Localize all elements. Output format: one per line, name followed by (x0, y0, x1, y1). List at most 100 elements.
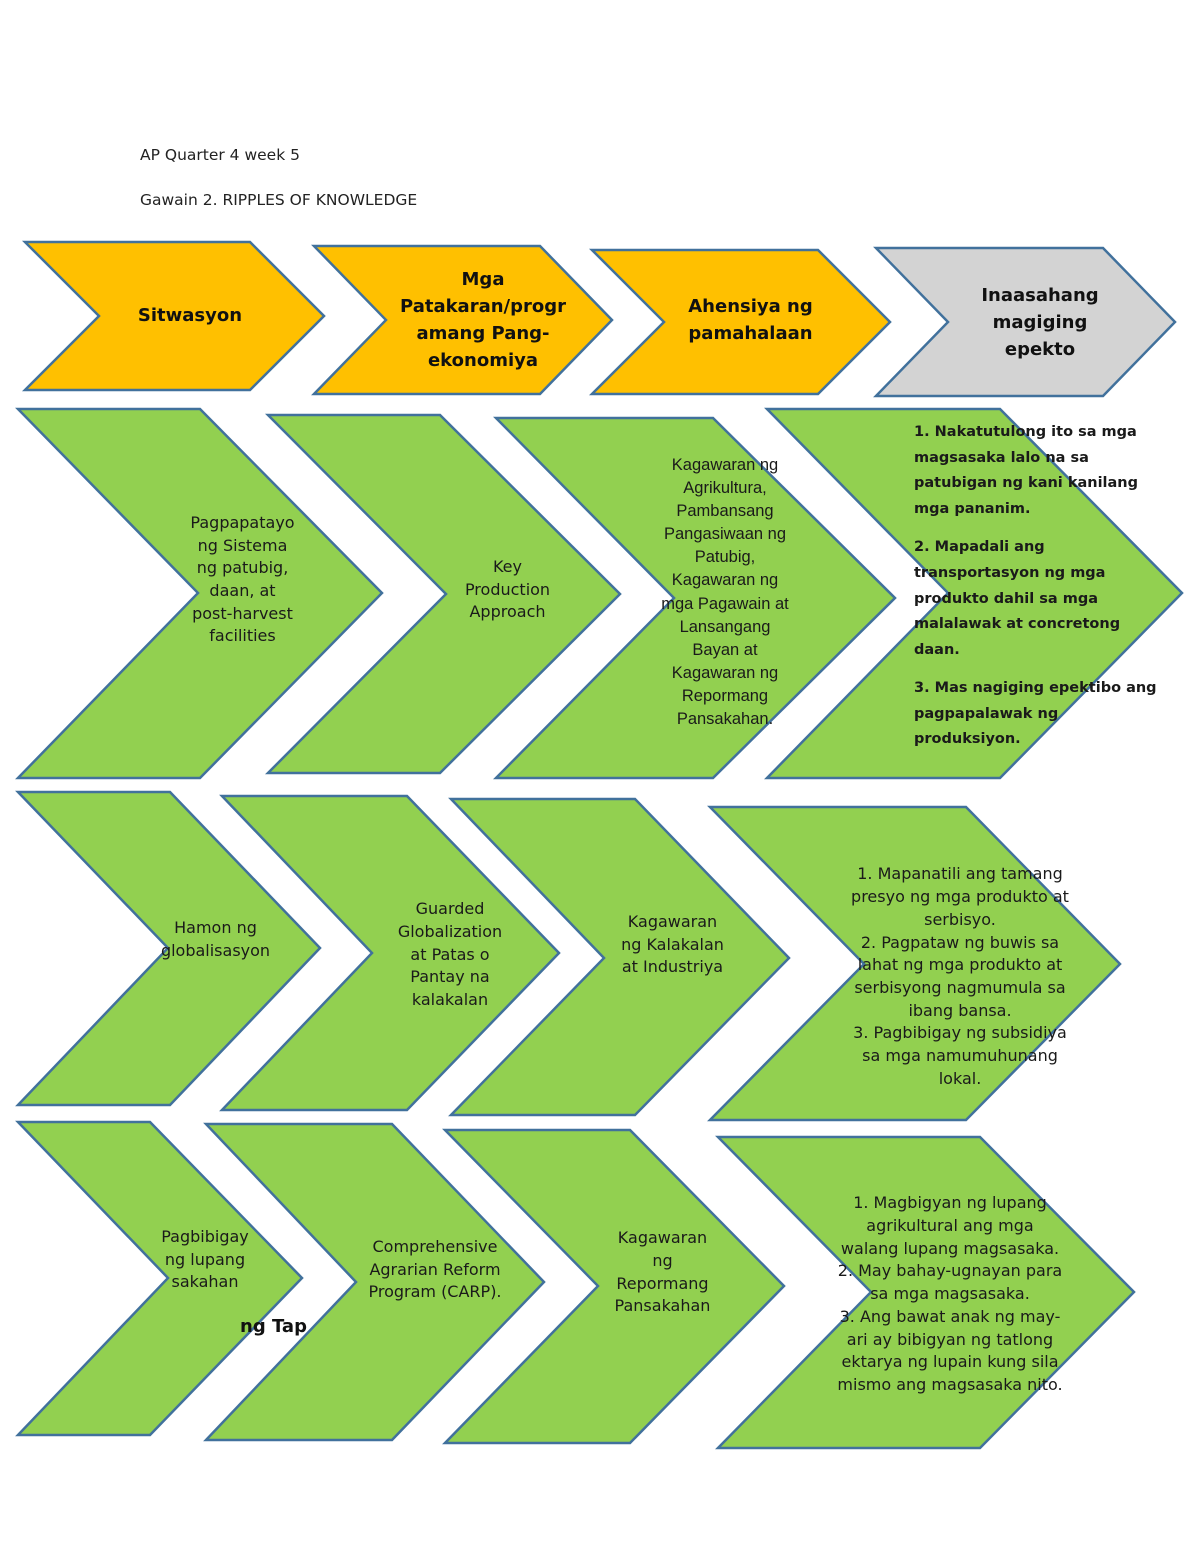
text-line: pamahalaan (688, 323, 813, 344)
header-chevron-sitwasyon (21, 240, 326, 392)
text-line: Guarded (415, 899, 485, 919)
row3-chevron-sitwasyon (15, 1120, 304, 1437)
text-line: amang Pang- (416, 323, 550, 344)
text-line: sakahan (171, 1272, 239, 1292)
text-line: at Industriya (621, 957, 724, 977)
text-line: mismo ang magsasaka nito. (837, 1375, 1063, 1395)
text-line: Ahensiya ng (688, 296, 813, 317)
text-line: Agrikultura, (683, 479, 767, 498)
text-line: lahat ng mga produkto at (857, 955, 1063, 975)
text-line: globalisasyon (160, 941, 271, 960)
text-line: Repormang (616, 1273, 709, 1293)
text-line: ektarya ng lupain kung sila (841, 1352, 1059, 1372)
text-line: Hamon ng (174, 918, 257, 938)
text-line: ibang bansa. (908, 1000, 1012, 1020)
text-line: Pagpapatayo (190, 512, 295, 532)
text-line: Kagawaran ng (671, 571, 779, 590)
text-line: Patubig, (694, 548, 756, 567)
text-line: Pansakahan (614, 1296, 711, 1316)
text-line: Production (464, 579, 551, 599)
row2-sitwasyon: Hamon ng globalisasyon (148, 895, 283, 985)
text-line: Comprehensive (372, 1236, 498, 1256)
text-line: sa mga namumuhunang (862, 1046, 1058, 1066)
text-line: at Patas o (410, 944, 490, 964)
text-line: serbisyo. (924, 909, 996, 929)
row1-chevron-ahensiya (493, 416, 897, 780)
text-line: 2. May bahay-ugnayan para (837, 1261, 1063, 1281)
text-line: Globalization (397, 921, 503, 941)
text-line: agrikultural ang mga (866, 1215, 1034, 1235)
row2-ahensiya: Kagawaran ng Kalakalan at Industriya (605, 895, 740, 995)
row3-chevron-epekto (715, 1135, 1136, 1450)
text-line: 2. Pagpataw ng buwis sa (860, 932, 1060, 952)
row2-chevron-ahensiya (448, 797, 791, 1117)
text-line: Repormang (681, 686, 769, 705)
text-line: Kagawaran (627, 911, 718, 931)
header-sitwasyon: Sitwasyon (110, 250, 270, 380)
text-line: Pangasiwaan ng (663, 525, 786, 544)
text-line: Program (CARP). (368, 1282, 502, 1302)
text-line: lokal. (938, 1068, 982, 1088)
text-line: ari ay bibigyan ng tatlong (846, 1329, 1054, 1349)
text-line: ng Kalakalan (621, 934, 724, 954)
text-line: ekonomiya (427, 350, 539, 371)
header-chevron-patakaran (311, 244, 614, 396)
text-line: 1. Magbigyan ng lupang (853, 1193, 1047, 1213)
row1-epekto-item: 3. Mas nagiging epektibo ang pagpapalawa… (914, 679, 1157, 748)
text-line: ng patubig, (196, 558, 289, 578)
row2-chevron-sitwasyon (15, 790, 322, 1107)
text-line: Kagawaran ng (671, 455, 779, 474)
text-line: Patakaran/progr (399, 296, 567, 317)
row3-chevron-ahensiya (442, 1128, 786, 1445)
activity-title: Gawain 2. RIPPLES OF KNOWLEDGE (140, 191, 418, 209)
text-line: ng Sistema (197, 535, 288, 555)
text-line: Approach (469, 602, 546, 622)
text-line: Mga (461, 269, 505, 290)
text-line: 3. Pagbibigay ng subsidiya (853, 1023, 1067, 1043)
header-chevron-ahensiya (588, 248, 892, 396)
text-line: Sitwasyon (137, 304, 243, 326)
text-line: Kagawaran (617, 1228, 708, 1248)
quarter-label: AP Quarter 4 week 5 (140, 146, 300, 164)
text-line: ng (652, 1250, 673, 1270)
text-line: Pansakahan. (676, 709, 774, 728)
row2-chevron-patakaran (219, 794, 561, 1112)
text-line: post-harvest (192, 603, 293, 623)
text-line: Pagbibigay (161, 1226, 249, 1246)
text-line: ng lupang (164, 1249, 246, 1269)
text-line: magiging (992, 312, 1088, 333)
header-ahensiya: Ahensiya ng pamahalaan (668, 250, 833, 390)
text-line: epekto (1004, 339, 1076, 360)
text-line: Key (492, 556, 522, 576)
overlapping-text-fragment: ng Tap (240, 1316, 307, 1337)
text-line: 3. Ang bawat anak ng may- (839, 1306, 1061, 1326)
text-line: kalakalan (411, 990, 489, 1010)
text-line: Agrarian Reform (369, 1259, 501, 1279)
text-line: Kagawaran ng (671, 663, 779, 682)
text-line: Pantay na (410, 967, 490, 987)
text-line: serbisyong nagmumula sa (854, 978, 1066, 997)
text-line: mga Pagawain at (661, 594, 789, 613)
text-line: Bayan at (692, 640, 758, 659)
text-line: facilities (209, 626, 276, 646)
text-line: walang lupang magsasaka. (840, 1238, 1060, 1258)
row1-epekto-item: 1. Nakatutulong ito sa mga magsasaka lal… (914, 423, 1138, 518)
row1-epekto-item: 2. Mapadali ang transportasyon ng mga pr… (914, 538, 1121, 659)
row1-chevron-sitwasyon (15, 407, 384, 780)
text-line: sa mga magsasaka. (870, 1284, 1030, 1304)
text-line: Lansangang (679, 617, 771, 636)
row3-sitwasyon: Pagbibigay ng lupang sakahan (150, 1210, 260, 1310)
row1-chevron-epekto (764, 407, 1184, 780)
text-line: Pambansang (676, 502, 774, 521)
text-line: presyo ng mga produkto at (851, 887, 1069, 907)
row1-chevron-patakaran (264, 413, 622, 775)
